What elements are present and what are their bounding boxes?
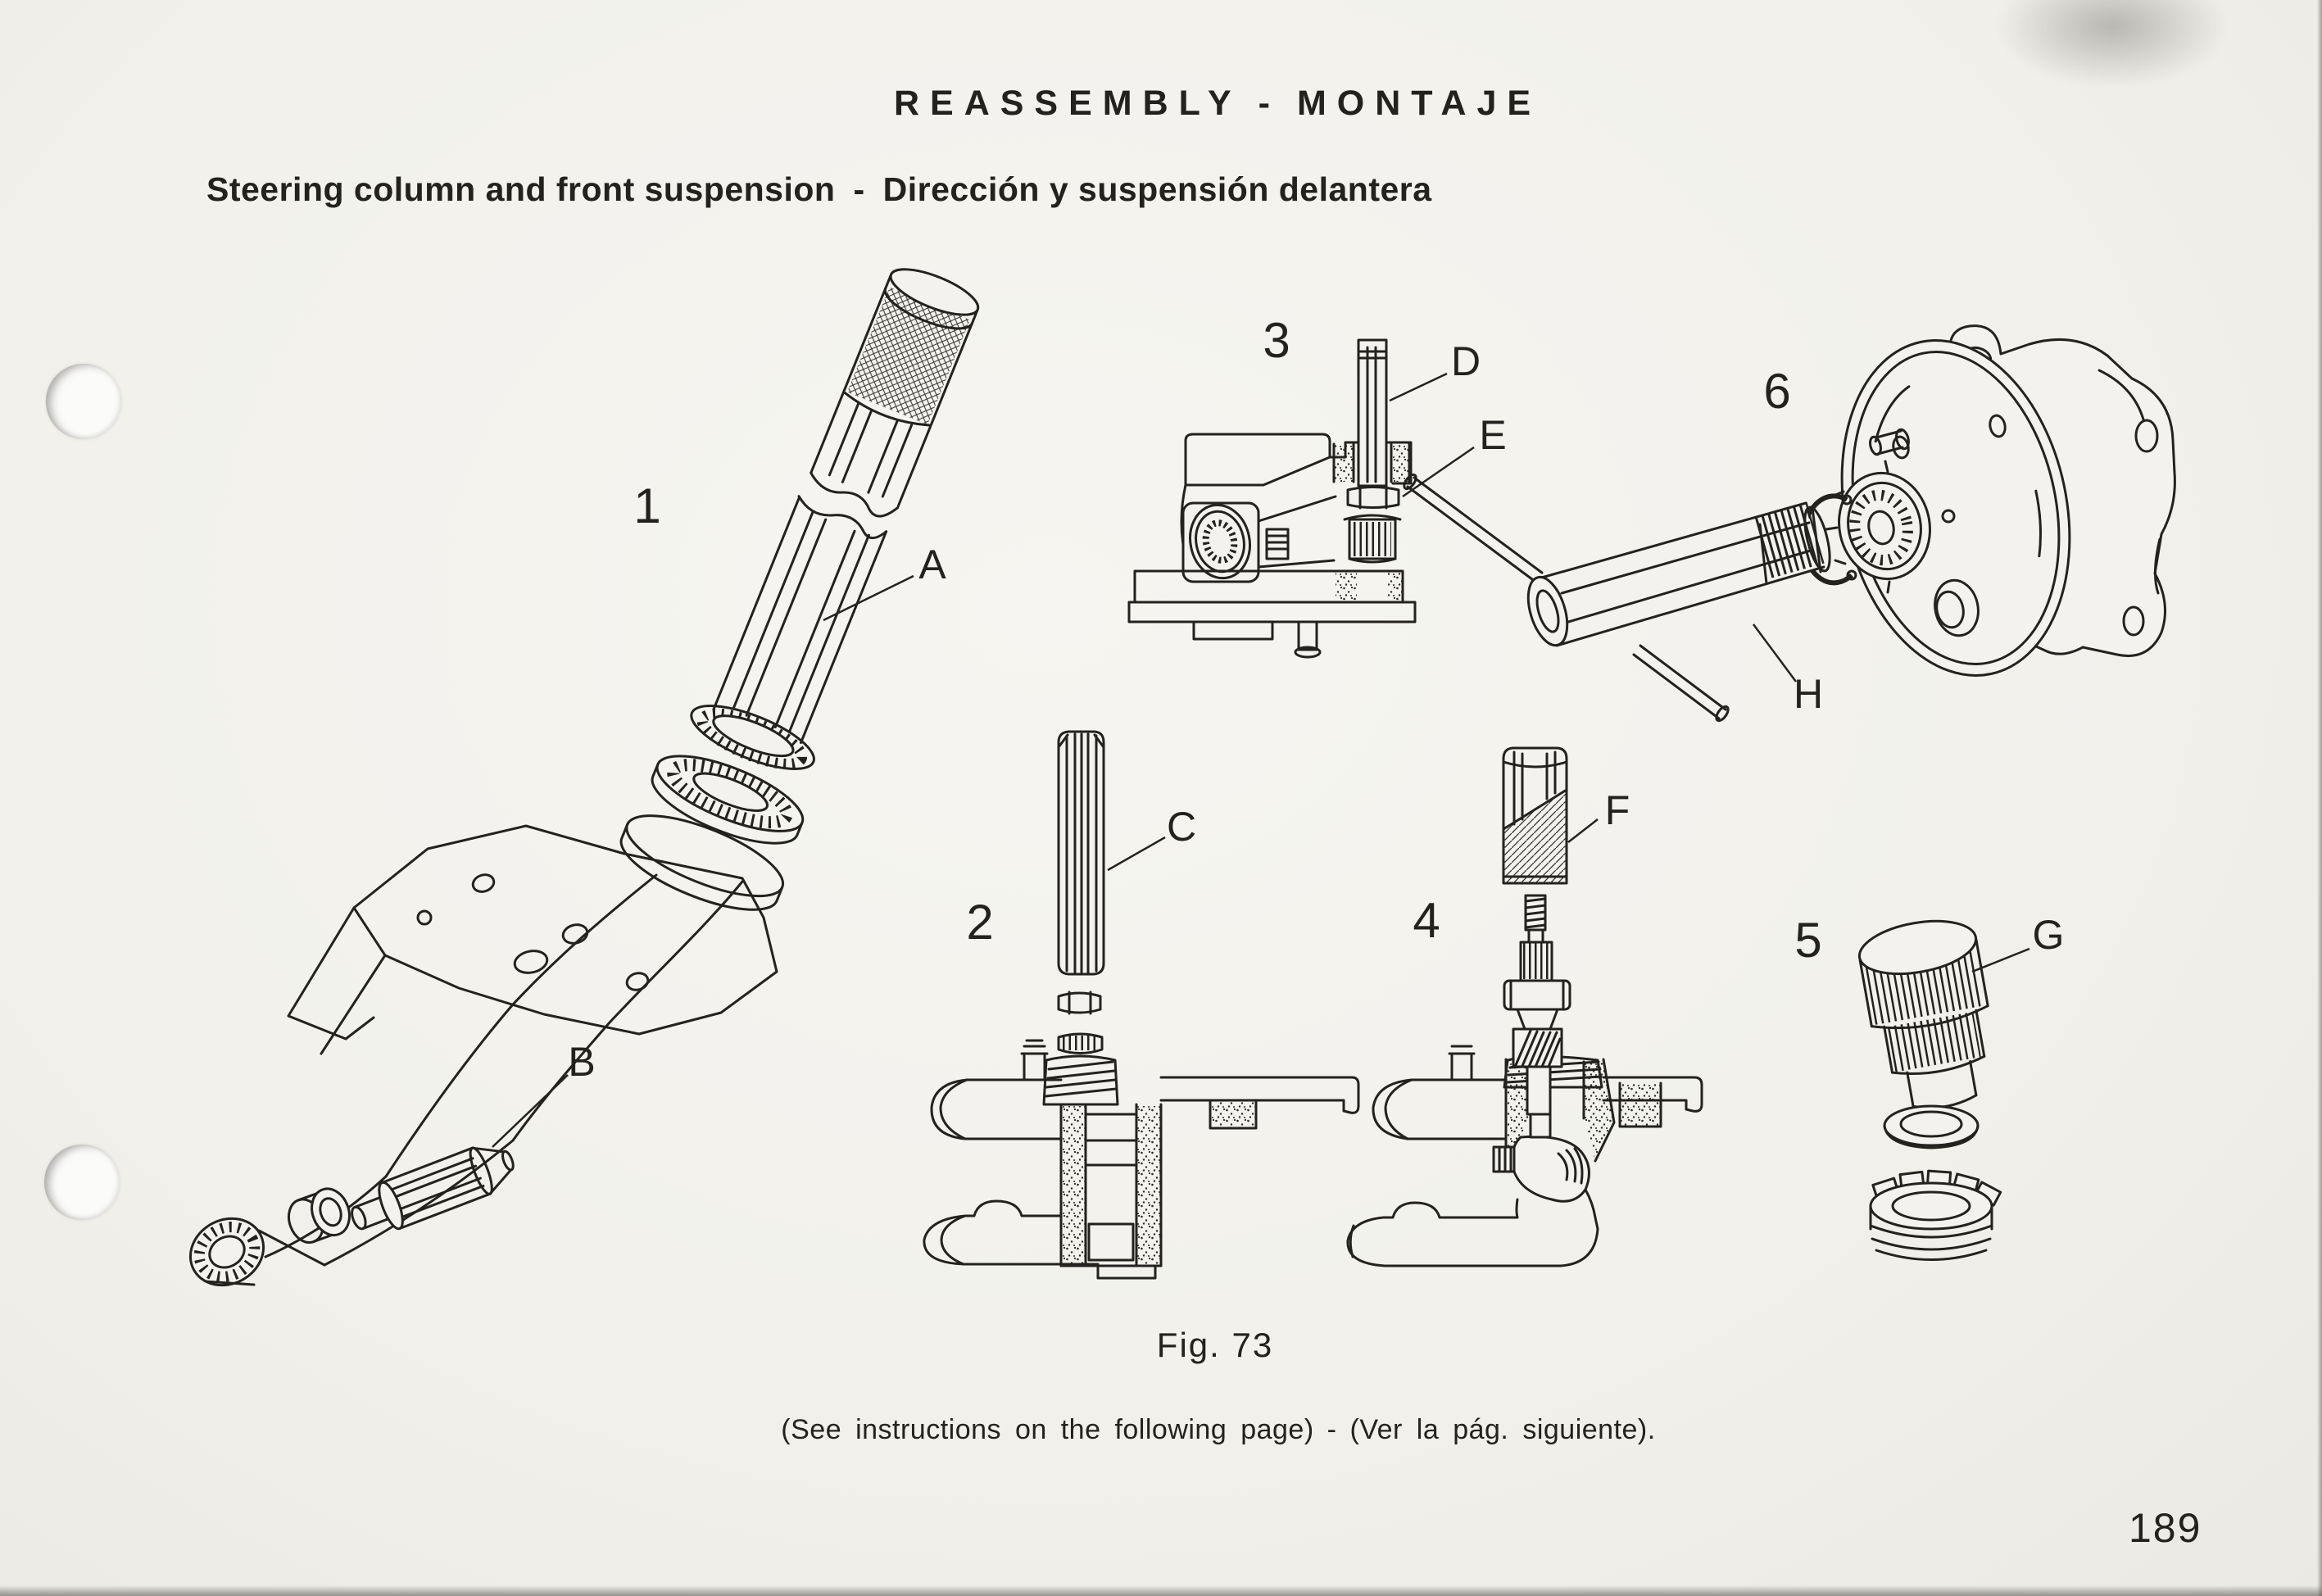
subtitle-spanish: Dirección y suspensión delantera: [882, 170, 1432, 208]
title-english: REASSEMBLY: [893, 84, 1242, 123]
part1-damper-pin-b: [351, 1146, 515, 1231]
part6-hub-backplate-drawing: [1403, 324, 2176, 723]
note-english: (See instructions on the following page): [781, 1414, 1314, 1445]
part-number-3: 3: [1263, 313, 1290, 368]
callout-letter-b: B: [568, 1039, 596, 1085]
leader-line-e: [1402, 446, 1475, 498]
part4-worm-shaft-section-drawing: [1346, 746, 1703, 1267]
page-edge-bottom: [0, 1585, 2322, 1596]
page-number: 189: [2129, 1505, 2202, 1551]
note-spanish: (Ver la pág. siguiente).: [1349, 1414, 1656, 1445]
title-spanish: MONTAJE: [1296, 84, 1542, 123]
part1-bushing: [288, 1187, 351, 1244]
callout-letter-h: H: [1793, 671, 1824, 717]
part3-steering-head-section-drawing: [1127, 338, 1417, 659]
leader-line-f: [1567, 818, 1599, 843]
callout-letter-g: G: [2032, 912, 2065, 958]
figure-caption: Fig. 73: [1156, 1326, 1274, 1364]
page-edge-right: [2317, 0, 2322, 1596]
part-number-4: 4: [1413, 893, 1440, 948]
part-number-1: 1: [633, 478, 661, 533]
leader-line-c: [1107, 836, 1166, 872]
leader-line-b: [492, 1074, 569, 1148]
part1-steering-column-and-fork-drawing: [188, 268, 980, 1287]
punch-hole-top: [46, 364, 121, 439]
part2-stem-and-crown-section-drawing: [923, 730, 1360, 1280]
page-title: REASSEMBLY-MONTAJE: [894, 84, 1541, 124]
callout-leader-lines: [492, 372, 2030, 1148]
part-number-6: 6: [1763, 364, 1791, 419]
part-number-2: 2: [966, 895, 994, 950]
subtitle-english: Steering column and front suspension: [206, 170, 836, 208]
callout-letter-d: D: [1450, 338, 1481, 384]
note-separator: -: [1327, 1414, 1337, 1445]
callout-letter-f: F: [1604, 787, 1630, 833]
part-number-5: 5: [1794, 913, 1822, 968]
callout-letter-e: E: [1479, 412, 1507, 458]
subtitle-separator: -: [853, 170, 865, 208]
callout-letter-a: A: [918, 542, 946, 587]
section-subtitle: Steering column and front suspension-Dir…: [206, 170, 1432, 209]
part5-ring-nut-tool-drawing: [1857, 919, 2002, 1261]
leader-line-d: [1389, 372, 1448, 402]
leader-line-h: [1752, 623, 1798, 682]
punch-hole-bottom: [44, 1145, 120, 1220]
scan-smudge-top-right: [1989, 0, 2235, 92]
figure-note: (See instructions on the following page)…: [781, 1414, 1655, 1446]
leader-line-a: [823, 574, 914, 622]
leader-line-g: [1971, 947, 2030, 973]
title-separator: -: [1258, 84, 1281, 123]
callout-letter-c: C: [1166, 804, 1197, 850]
